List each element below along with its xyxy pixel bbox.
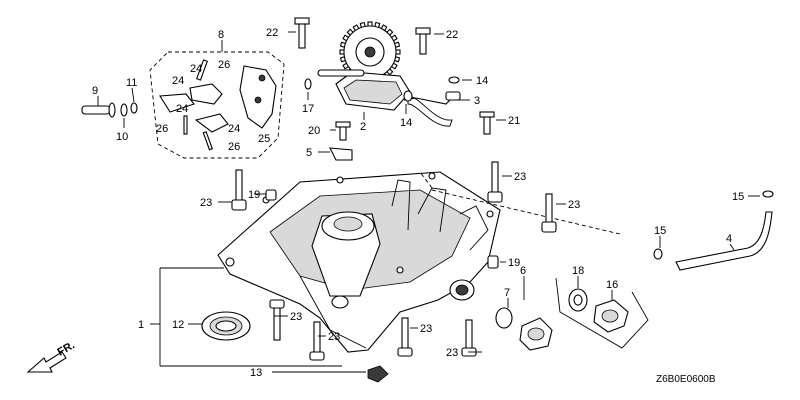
callout-18: 18 bbox=[572, 265, 584, 277]
o-ring-7 bbox=[495, 307, 513, 329]
front-direction-arrow: FR. bbox=[26, 339, 77, 373]
callout-5: 5 bbox=[306, 147, 312, 159]
oil-tube-4 bbox=[675, 211, 773, 271]
callout-23-e: 23 bbox=[328, 331, 340, 343]
callout-26-a: 26 bbox=[218, 59, 230, 71]
callout-26-c: 26 bbox=[228, 141, 240, 153]
oil-pan-body bbox=[217, 171, 501, 353]
callout-11: 11 bbox=[126, 77, 137, 89]
drain-plug-6 bbox=[519, 317, 553, 351]
callout-14: 14 bbox=[400, 117, 412, 129]
callout-22-right: 22 bbox=[446, 29, 458, 41]
callout-23-g: 23 bbox=[446, 347, 458, 359]
bolts-23 bbox=[231, 161, 557, 361]
callout-23-f: 23 bbox=[420, 323, 432, 335]
callout-21: 21 bbox=[508, 115, 520, 127]
callout-4: 4 bbox=[726, 233, 732, 245]
oil-seal-12 bbox=[201, 311, 251, 341]
washer-15 bbox=[653, 248, 663, 260]
plug-13 bbox=[367, 365, 389, 383]
callout-23-a: 23 bbox=[200, 197, 212, 209]
callout-6: 6 bbox=[520, 265, 526, 277]
washer-14 bbox=[403, 90, 413, 102]
callout-12: 12 bbox=[172, 319, 184, 331]
callout-23-b: 23 bbox=[514, 171, 526, 183]
callout-24-c: 24 bbox=[176, 103, 188, 115]
callout-19-right: 19 bbox=[508, 257, 520, 269]
callout-14-top: 14 bbox=[476, 75, 488, 87]
washer-15-right bbox=[762, 190, 774, 198]
diagram-code: Z6B0E0600B bbox=[656, 374, 716, 385]
governor-gear-assembly bbox=[317, 21, 411, 111]
callout-24-b: 24 bbox=[172, 75, 184, 87]
callout-8: 8 bbox=[218, 29, 224, 41]
callout-13: 13 bbox=[250, 367, 262, 379]
callout-15-right: 15 bbox=[732, 191, 744, 203]
washer-17 bbox=[304, 78, 312, 90]
washer-14-top bbox=[448, 76, 460, 84]
callout-25: 25 bbox=[258, 133, 270, 145]
governor-shaft-parts bbox=[81, 102, 138, 118]
callout-9: 9 bbox=[92, 85, 98, 97]
callout-1: 1 bbox=[138, 319, 144, 331]
callout-3: 3 bbox=[474, 95, 480, 107]
callout-24-a: 24 bbox=[190, 63, 202, 75]
governor-parts-box bbox=[149, 51, 285, 159]
callout-23-d: 23 bbox=[290, 311, 302, 323]
callout-10: 10 bbox=[116, 131, 128, 143]
callout-17: 17 bbox=[302, 103, 314, 115]
dowel-19-right bbox=[487, 255, 499, 269]
callout-7: 7 bbox=[504, 287, 510, 299]
callout-24-d: 24 bbox=[228, 123, 240, 135]
callout-26-b: 26 bbox=[156, 123, 168, 135]
callout-16: 16 bbox=[606, 279, 618, 291]
dowel-19-left bbox=[265, 189, 277, 201]
callout-19-left: 19 bbox=[248, 189, 260, 201]
governor-arm-parts bbox=[159, 59, 277, 151]
callout-15: 15 bbox=[654, 225, 666, 237]
callout-labels: 1 2 3 4 5 6 7 8 9 10 11 12 13 14 14 15 1… bbox=[92, 27, 744, 379]
leader-lines bbox=[97, 31, 760, 373]
plug-16 bbox=[593, 299, 629, 333]
front-direction-label: FR. bbox=[56, 339, 77, 358]
small-bolts bbox=[329, 111, 495, 161]
callout-20: 20 bbox=[308, 125, 320, 137]
bolts-22 bbox=[294, 17, 431, 55]
callout-2: 2 bbox=[360, 121, 366, 133]
callout-23-c: 23 bbox=[568, 199, 580, 211]
callout-22-left: 22 bbox=[266, 27, 278, 39]
